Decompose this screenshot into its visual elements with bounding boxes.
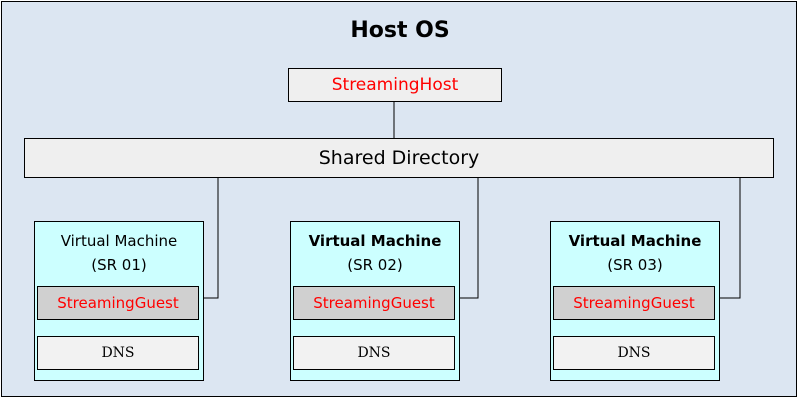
vm-subtitle: (SR 03) <box>607 256 663 274</box>
streaming-guest-box: StreamingGuest <box>37 286 199 320</box>
vm-title: Virtual Machine <box>568 232 702 250</box>
streaming-host-box: StreamingHost <box>288 68 502 102</box>
vm-title: Virtual Machine <box>60 232 178 250</box>
streaming-guest-label: StreamingGuest <box>313 294 435 312</box>
dns-label: DNS <box>357 345 391 361</box>
streaming-guest-box: StreamingGuest <box>553 286 715 320</box>
dns-box: DNS <box>37 336 199 370</box>
shared-directory-label: Shared Directory <box>318 147 480 169</box>
vm-subtitle: (SR 01) <box>91 256 147 274</box>
streaming-guest-label: StreamingGuest <box>573 294 695 312</box>
streaming-guest-label: StreamingGuest <box>57 294 179 312</box>
streaming-guest-box: StreamingGuest <box>293 286 455 320</box>
shared-directory-box: Shared Directory <box>24 138 774 178</box>
dns-box: DNS <box>553 336 715 370</box>
vm-title: Virtual Machine <box>308 232 442 250</box>
virtual-machine-2: Virtual Machine (SR 02) StreamingGuest D… <box>290 221 460 381</box>
dns-box: DNS <box>293 336 455 370</box>
dns-label: DNS <box>617 345 651 361</box>
host-os-title: Host OS <box>350 18 450 43</box>
streaming-host-label: StreamingHost <box>331 75 459 95</box>
vm-subtitle: (SR 02) <box>347 256 403 274</box>
virtual-machine-3: Virtual Machine (SR 03) StreamingGuest D… <box>550 221 720 381</box>
dns-label: DNS <box>101 345 135 361</box>
virtual-machine-1: Virtual Machine (SR 01) StreamingGuest D… <box>34 221 204 381</box>
